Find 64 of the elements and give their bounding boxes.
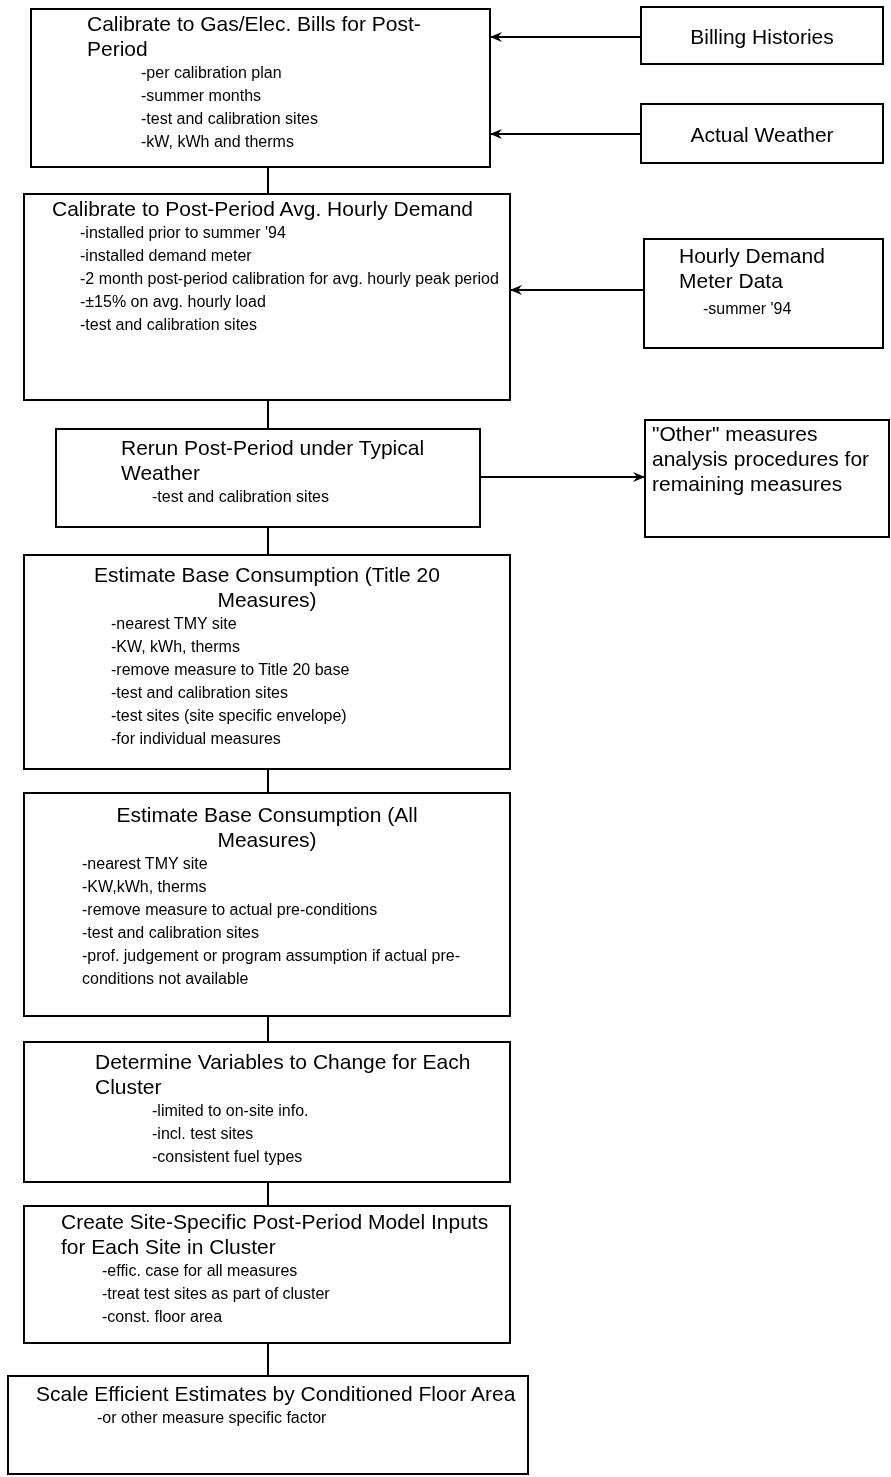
step-note: -summer '94	[703, 299, 793, 319]
process-box	[30, 8, 491, 168]
connector-line	[267, 167, 269, 194]
step-title: Calibrate to Gas/Elec. Bills for Post-Period	[87, 11, 422, 61]
step-note: -test and calibration sites	[141, 109, 319, 129]
arrow	[490, 32, 641, 42]
process-box	[640, 103, 884, 164]
connector-line	[267, 400, 269, 429]
step-note: -test sites (site specific envelope)	[111, 706, 348, 726]
arrow	[510, 285, 644, 295]
process-box	[23, 792, 511, 1017]
step-note: -nearest TMY site	[82, 854, 209, 874]
connector-line	[267, 527, 269, 555]
step-note: -per calibration plan	[141, 63, 283, 83]
step-note: -limited to on-site info.	[152, 1101, 310, 1121]
step-note: -test and calibration sites	[82, 923, 260, 943]
step-note: -kW, kWh and therms	[141, 132, 295, 152]
step-note: -remove measure to actual pre-conditions	[82, 900, 379, 920]
step-note: -test and calibration sites	[152, 487, 330, 507]
step-note: -prof. judgement or program assumption if actual pre-conditions not available	[82, 946, 461, 989]
arrow	[490, 129, 641, 139]
connector-line	[267, 1016, 269, 1042]
connector-line	[267, 1182, 269, 1206]
step-note: -nearest TMY site	[111, 614, 238, 634]
step-note: -2 month post-period calibration for avg. hourly peak period	[80, 269, 500, 289]
step-title: Estimate Base Consumption (Title 20 Measures)	[93, 562, 441, 612]
step-note: -KW, kWh, therms	[111, 637, 241, 657]
step-title: Hourly Demand Meter Data	[679, 243, 826, 293]
connector-line	[267, 1343, 269, 1376]
step-title: Billing Histories	[689, 24, 835, 49]
step-title: Estimate Base Consumption (All Measures)	[115, 802, 419, 852]
step-note: -±15% on avg. hourly load	[80, 292, 267, 312]
process-box	[640, 6, 884, 65]
step-note: -const. floor area	[102, 1307, 224, 1327]
step-note: -KW,kWh, therms	[82, 877, 208, 897]
step-note: -treat test sites as part of cluster	[102, 1284, 331, 1304]
step-title: "Other" measures analysis procedures for remaining measures	[652, 421, 871, 496]
process-box	[23, 1041, 511, 1183]
process-box	[23, 1205, 511, 1344]
process-box	[23, 193, 511, 401]
step-title: Determine Variables to Change for Each Cluster	[95, 1049, 472, 1099]
process-box	[644, 419, 890, 538]
step-note: -installed prior to summer '94	[80, 223, 287, 243]
process-box	[643, 238, 884, 349]
step-note: -test and calibration sites	[111, 683, 289, 703]
process-box	[55, 428, 481, 528]
step-note: -for individual measures	[111, 729, 282, 749]
step-title: Rerun Post-Period under Typical Weather	[121, 435, 426, 485]
step-note: -summer months	[141, 86, 263, 106]
step-note: -remove measure to Title 20 base	[111, 660, 351, 680]
step-title: Actual Weather	[689, 122, 835, 147]
step-title: Scale Efficient Estimates by Conditioned Floor Area	[36, 1381, 517, 1406]
step-note: -consistent fuel types	[152, 1147, 304, 1167]
step-title: Create Site-Specific Post-Period Model Inputs for Each Site in Cluster	[61, 1209, 490, 1259]
step-note: -effic. case for all measures	[102, 1261, 299, 1281]
arrow	[480, 472, 645, 482]
process-box	[23, 554, 511, 770]
step-note: -incl. test sites	[152, 1124, 255, 1144]
connector-line	[267, 769, 269, 793]
step-note: -test and calibration sites	[80, 315, 258, 335]
step-note: -or other measure specific factor	[97, 1408, 328, 1428]
process-box	[7, 1375, 529, 1475]
step-note: -installed demand meter	[80, 246, 253, 266]
step-title: Calibrate to Post-Period Avg. Hourly Demand	[52, 196, 474, 221]
